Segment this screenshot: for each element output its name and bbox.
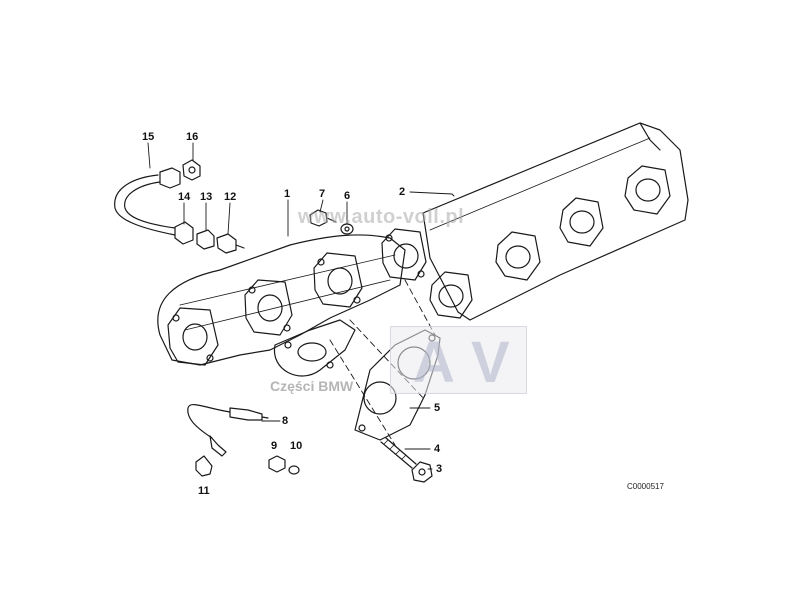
callout-8: 8 <box>282 415 289 427</box>
callout-5: 5 <box>434 402 441 414</box>
callout-13: 13 <box>200 191 213 203</box>
callout-6: 6 <box>344 190 351 202</box>
callout-15: 15 <box>142 131 155 143</box>
sleeve-14 <box>174 221 194 245</box>
oxygen-sensor <box>187 404 269 457</box>
shield-port-2 <box>495 231 541 281</box>
callout-7: 7 <box>319 188 326 200</box>
callout-2: 2 <box>399 186 406 198</box>
fitting-13 <box>196 229 215 250</box>
fitting-12 <box>216 233 245 254</box>
plug-11 <box>195 455 213 477</box>
callout-12: 12 <box>224 191 237 203</box>
callout-4: 4 <box>434 443 441 455</box>
screw-9 <box>268 455 286 473</box>
manifold-port-1 <box>167 307 219 366</box>
watermark-url: www.auto-voll.pl <box>298 206 465 228</box>
bolt-7 <box>309 209 337 227</box>
exhaust-manifold <box>157 228 427 377</box>
callout-9: 9 <box>271 440 278 452</box>
callout-11: 11 <box>198 485 210 497</box>
flange-nut <box>411 461 433 483</box>
callout-14: 14 <box>178 191 191 203</box>
shield-port-4 <box>624 165 671 215</box>
callout-1: 1 <box>284 188 291 200</box>
oil-pipe <box>114 174 176 236</box>
callout-16: 16 <box>186 131 199 143</box>
leader-lines <box>147 142 455 470</box>
union-nut-16 <box>159 159 201 189</box>
watermark-logo-right-letter: V <box>471 330 510 395</box>
callout-10: 10 <box>290 440 303 452</box>
watermark-logo: A V <box>390 326 527 395</box>
manifold-port-3 <box>313 252 363 308</box>
shield-port-3 <box>559 197 604 247</box>
diagram-code: C0000517 <box>627 482 664 491</box>
manifold-port-2 <box>244 279 293 336</box>
manifold-port-4 <box>381 228 427 281</box>
callout-3: 3 <box>436 463 443 475</box>
shield-port-1 <box>429 271 473 319</box>
heat-shield <box>422 122 689 321</box>
watermark-logo-left-letter: A <box>413 330 455 395</box>
stud-bolt <box>380 437 417 469</box>
watermark-brand: Części BMW <box>270 378 354 394</box>
washer-10 <box>288 465 300 475</box>
